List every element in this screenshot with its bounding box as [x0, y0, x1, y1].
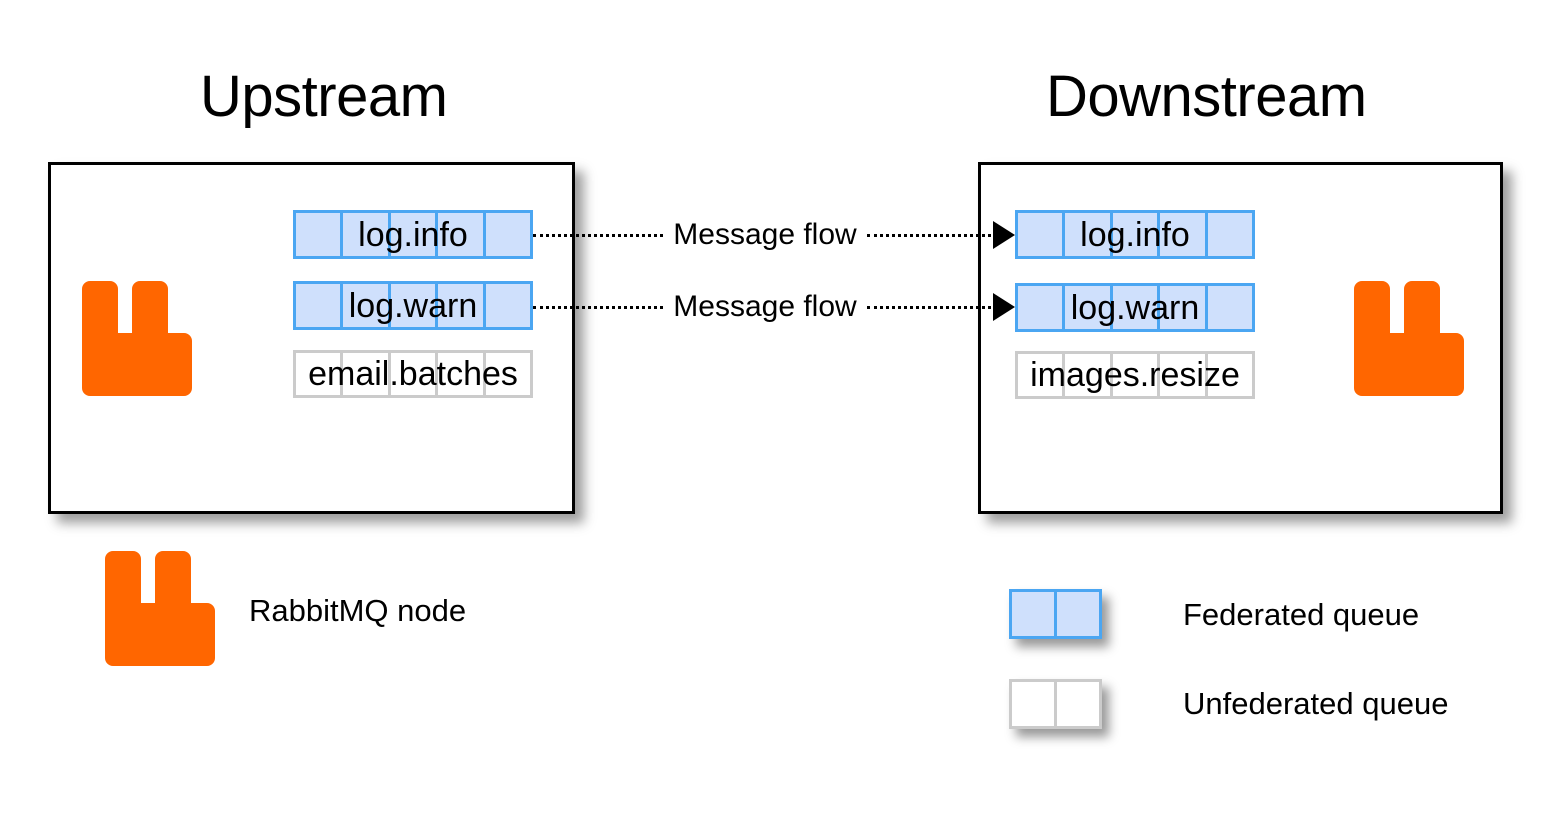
queue-cell [296, 353, 340, 395]
federated-queue-swatch [1009, 589, 1102, 639]
queue-cell [1018, 286, 1062, 329]
queue-cell [1054, 682, 1099, 726]
queue-cell [340, 213, 387, 256]
legend-label-rabbitmq-node: RabbitMQ node [249, 593, 467, 628]
queue-log-info-downstream[interactable]: log.info [1015, 210, 1255, 259]
flow-label: Message flow [673, 290, 857, 323]
rabbitmq-logo-icon [105, 551, 215, 666]
queue-cells [296, 353, 530, 395]
arrow-right-icon [993, 221, 1015, 249]
queue-cell [482, 213, 530, 256]
queue-cell [1062, 213, 1109, 256]
flow-dotted-line [533, 305, 663, 309]
queue-cell [1062, 286, 1109, 329]
queue-cell [435, 284, 482, 327]
queue-cell [435, 353, 482, 395]
queue-cell [340, 284, 387, 327]
queue-cell [1054, 592, 1099, 636]
flow-dotted-line [867, 233, 991, 237]
message-flow-log-warn: Message flow [533, 287, 1015, 327]
queue-cell [1109, 213, 1157, 256]
queue-cells [1018, 354, 1252, 396]
legend-label-unfederated-queue: Unfederated queue [1183, 686, 1449, 721]
queue-cell [1204, 213, 1252, 256]
queue-cell [435, 213, 482, 256]
queue-cell [1062, 354, 1109, 396]
legend-label-federated-queue: Federated queue [1183, 597, 1420, 632]
queue-cell [1012, 592, 1054, 636]
queue-email-batches-upstream[interactable]: email.batches [293, 350, 533, 398]
flow-dotted-line [533, 233, 663, 237]
queue-images-resize-downstream[interactable]: images.resize [1015, 351, 1255, 399]
queue-cell [387, 353, 435, 395]
queue-log-warn-upstream[interactable]: log.warn [293, 281, 533, 330]
rabbitmq-logo-icon [82, 281, 192, 396]
queue-cell [1157, 213, 1204, 256]
flow-label: Message flow [673, 218, 857, 251]
queue-cell [340, 353, 387, 395]
downstream-title: Downstream [1046, 64, 1367, 129]
message-flow-log-info: Message flow [533, 215, 1015, 255]
queue-cell [1018, 354, 1062, 396]
flow-dotted-line [867, 305, 991, 309]
queue-cells [1018, 286, 1252, 329]
queue-cell [1109, 286, 1157, 329]
queue-cell [1204, 286, 1252, 329]
queue-cell [1157, 354, 1204, 396]
arrow-right-icon [993, 293, 1015, 321]
queue-log-info-upstream[interactable]: log.info [293, 210, 533, 259]
queue-cells [296, 213, 530, 256]
queue-cell [1012, 682, 1054, 726]
queue-cells [1018, 213, 1252, 256]
queue-cell [1204, 354, 1252, 396]
queue-cell [387, 284, 435, 327]
upstream-title: Upstream [200, 64, 448, 129]
queue-cell [387, 213, 435, 256]
unfederated-queue-swatch [1009, 679, 1102, 729]
queue-cell [482, 353, 530, 395]
queue-cell [1109, 354, 1157, 396]
queue-cell [1018, 213, 1062, 256]
queue-log-warn-downstream[interactable]: log.warn [1015, 283, 1255, 332]
queue-cells [296, 284, 530, 327]
queue-cell [482, 284, 530, 327]
rabbitmq-logo-icon [1354, 281, 1464, 396]
queue-cell [296, 213, 340, 256]
queue-cell [1157, 286, 1204, 329]
queue-cell [296, 284, 340, 327]
